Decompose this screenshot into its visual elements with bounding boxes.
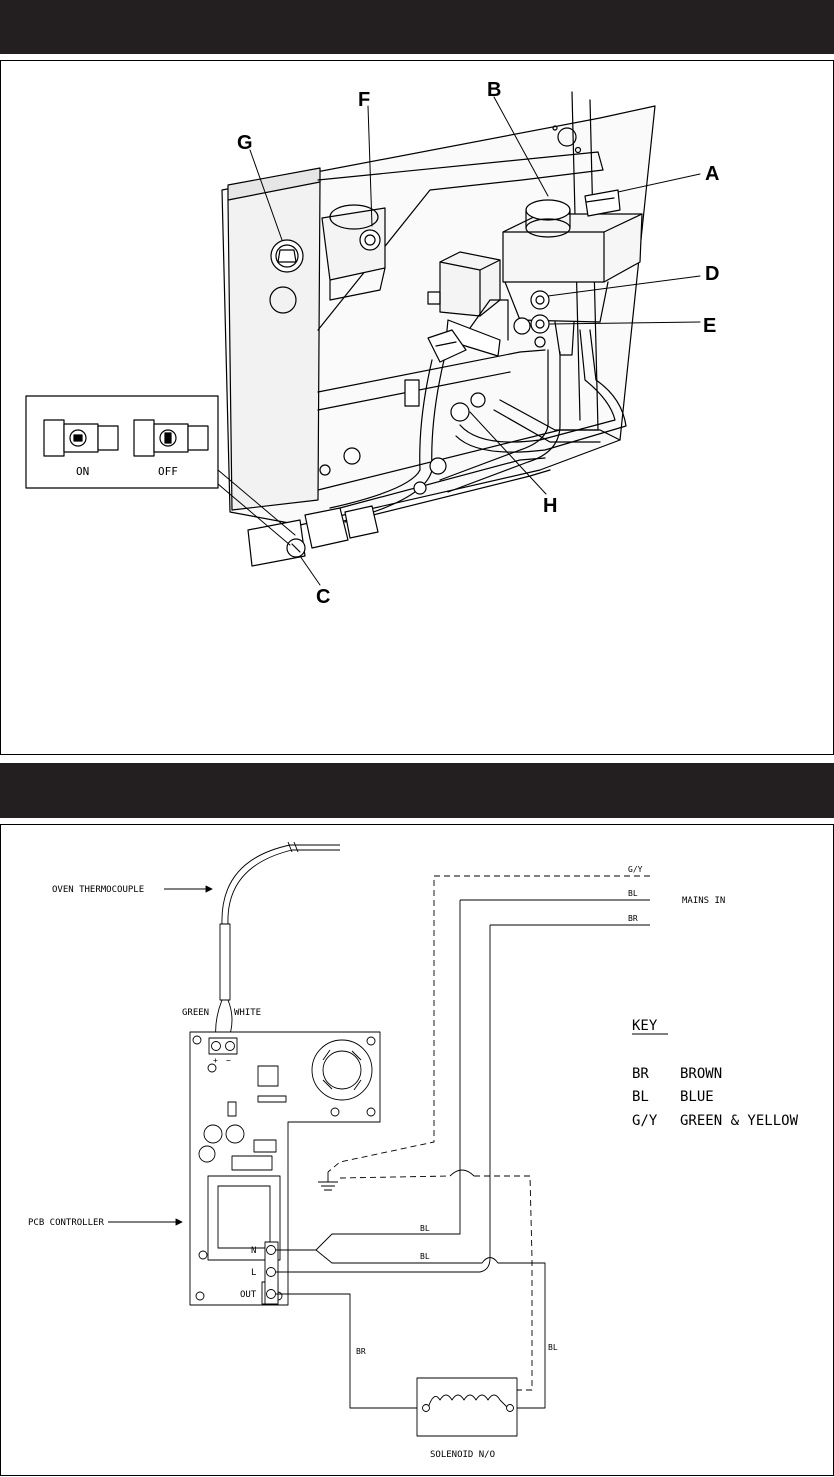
pcb-board bbox=[189, 1031, 381, 1306]
label-terminal-n: N bbox=[251, 1246, 256, 1256]
wire-bl-solenoid bbox=[315, 1249, 546, 1409]
solenoid-coil bbox=[427, 1394, 509, 1409]
callout-h: H bbox=[543, 495, 557, 517]
label-wire-bl-n: BL bbox=[420, 1224, 430, 1233]
label-pcb-controller: PCB CONTROLLER bbox=[28, 1218, 104, 1228]
callout-g: G bbox=[237, 132, 253, 154]
callout-b: B bbox=[487, 79, 501, 101]
label-solenoid: SOLENOID N/O bbox=[430, 1450, 495, 1460]
label-terminal-out: OUT bbox=[240, 1290, 257, 1300]
inset-off-label: OFF bbox=[158, 465, 178, 478]
key-meaning-bl: BLUE bbox=[680, 1089, 714, 1105]
wire-br-mains bbox=[276, 924, 650, 1273]
wire-bl-mains bbox=[276, 899, 650, 1251]
solenoid-box bbox=[416, 1377, 518, 1437]
label-wire-br-top: BR bbox=[628, 914, 638, 923]
inset-valve-on bbox=[43, 419, 119, 457]
top-header-bar bbox=[0, 0, 834, 54]
key-meaning-br: BROWN bbox=[680, 1066, 722, 1082]
pipes bbox=[329, 329, 627, 523]
callout-leaders bbox=[217, 96, 701, 586]
middle-header-bar bbox=[0, 763, 834, 818]
callout-c: C bbox=[316, 586, 330, 608]
pcb-potentiometer bbox=[311, 1039, 373, 1101]
key-meaning-gy: GREEN & YELLOW bbox=[680, 1113, 799, 1129]
label-wire-bl-top: BL bbox=[628, 889, 638, 898]
label-oven-thermocouple: OVEN THERMOCOUPLE bbox=[52, 885, 144, 895]
label-wire-gy: G/Y bbox=[628, 865, 643, 874]
knob-g bbox=[270, 239, 304, 273]
inset-valve-off bbox=[133, 419, 209, 457]
callout-a: A bbox=[705, 163, 719, 185]
plate-hole bbox=[269, 286, 297, 314]
screw-e bbox=[530, 314, 550, 334]
screw-d bbox=[530, 290, 550, 310]
earth-symbol bbox=[318, 1172, 338, 1191]
inset-on-label: ON bbox=[76, 465, 89, 478]
label-wire-bl-l: BL bbox=[420, 1252, 430, 1261]
label-wire-br-out: BR bbox=[356, 1347, 366, 1356]
key-code-gy: G/Y bbox=[632, 1113, 658, 1129]
label-minus: − bbox=[226, 1056, 231, 1065]
label-green: GREEN bbox=[182, 1008, 209, 1018]
label-terminal-l: L bbox=[251, 1268, 256, 1278]
callout-f: F bbox=[358, 89, 370, 111]
thermocouple-terminal-block bbox=[208, 1037, 238, 1055]
callout-e: E bbox=[703, 315, 716, 337]
wiring-diagram-panel bbox=[0, 824, 834, 1476]
key-title: KEY bbox=[632, 1018, 658, 1034]
key-code-bl: BL bbox=[632, 1089, 649, 1105]
thermocouple-probe bbox=[215, 841, 340, 1041]
elbow-fitting bbox=[427, 329, 467, 363]
key-code-br: BR bbox=[632, 1066, 649, 1082]
label-white: WHITE bbox=[234, 1008, 261, 1018]
label-mains-in: MAINS IN bbox=[682, 896, 725, 906]
solenoid-block bbox=[427, 251, 509, 357]
bracket-f bbox=[321, 204, 386, 301]
gas-valve-assembly-drawing: A B C D E F G H ON OFF bbox=[25, 79, 719, 608]
label-wire-bl-solenoid: BL bbox=[548, 1343, 558, 1352]
wire-gy-earth bbox=[327, 875, 650, 1173]
label-plus: + bbox=[213, 1056, 218, 1065]
callout-d: D bbox=[705, 263, 719, 285]
valve-body bbox=[502, 189, 643, 356]
wire-br-out bbox=[276, 1293, 426, 1409]
